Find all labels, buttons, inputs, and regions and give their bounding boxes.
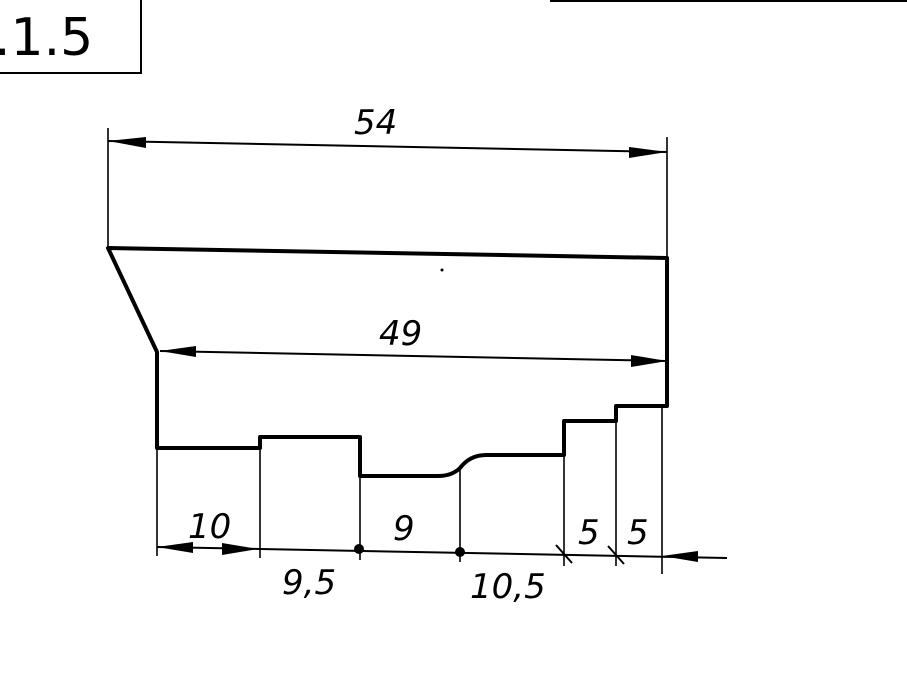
dimension-label-5b: 5 [627, 513, 649, 553]
dot-9-end [455, 547, 465, 557]
chain-dimension: 10 9,5 9 10,5 5 5 [156, 507, 728, 607]
dimension-overall-width: 54 [107, 103, 668, 158]
dimension-inner-width: 49 [159, 314, 668, 367]
dimension-label-9: 9 [393, 509, 415, 549]
dimension-label-5a: 5 [578, 513, 600, 553]
dimension-label-49: 49 [379, 314, 422, 354]
arrow-10-left [157, 542, 193, 553]
tick-10-5-end [555, 544, 573, 564]
part-outline [106, 246, 669, 478]
dot-9-5-end [354, 544, 364, 554]
arrow-10-right [222, 543, 258, 555]
extension-lines [107, 128, 668, 574]
center-mark [440, 268, 444, 272]
dimension-label-10-5: 10,5 [470, 567, 546, 607]
dimension-label-9-5: 9,5 [282, 563, 336, 603]
figure-label: .1.5 [0, 8, 93, 68]
part-profile [106, 246, 669, 478]
arrow-5-right [662, 551, 698, 562]
figure-label-box: .1.5 [0, 0, 142, 74]
dimension-label-54: 54 [354, 103, 397, 143]
dimension-label-10: 10 [188, 507, 231, 547]
tick-5-end [607, 545, 625, 565]
